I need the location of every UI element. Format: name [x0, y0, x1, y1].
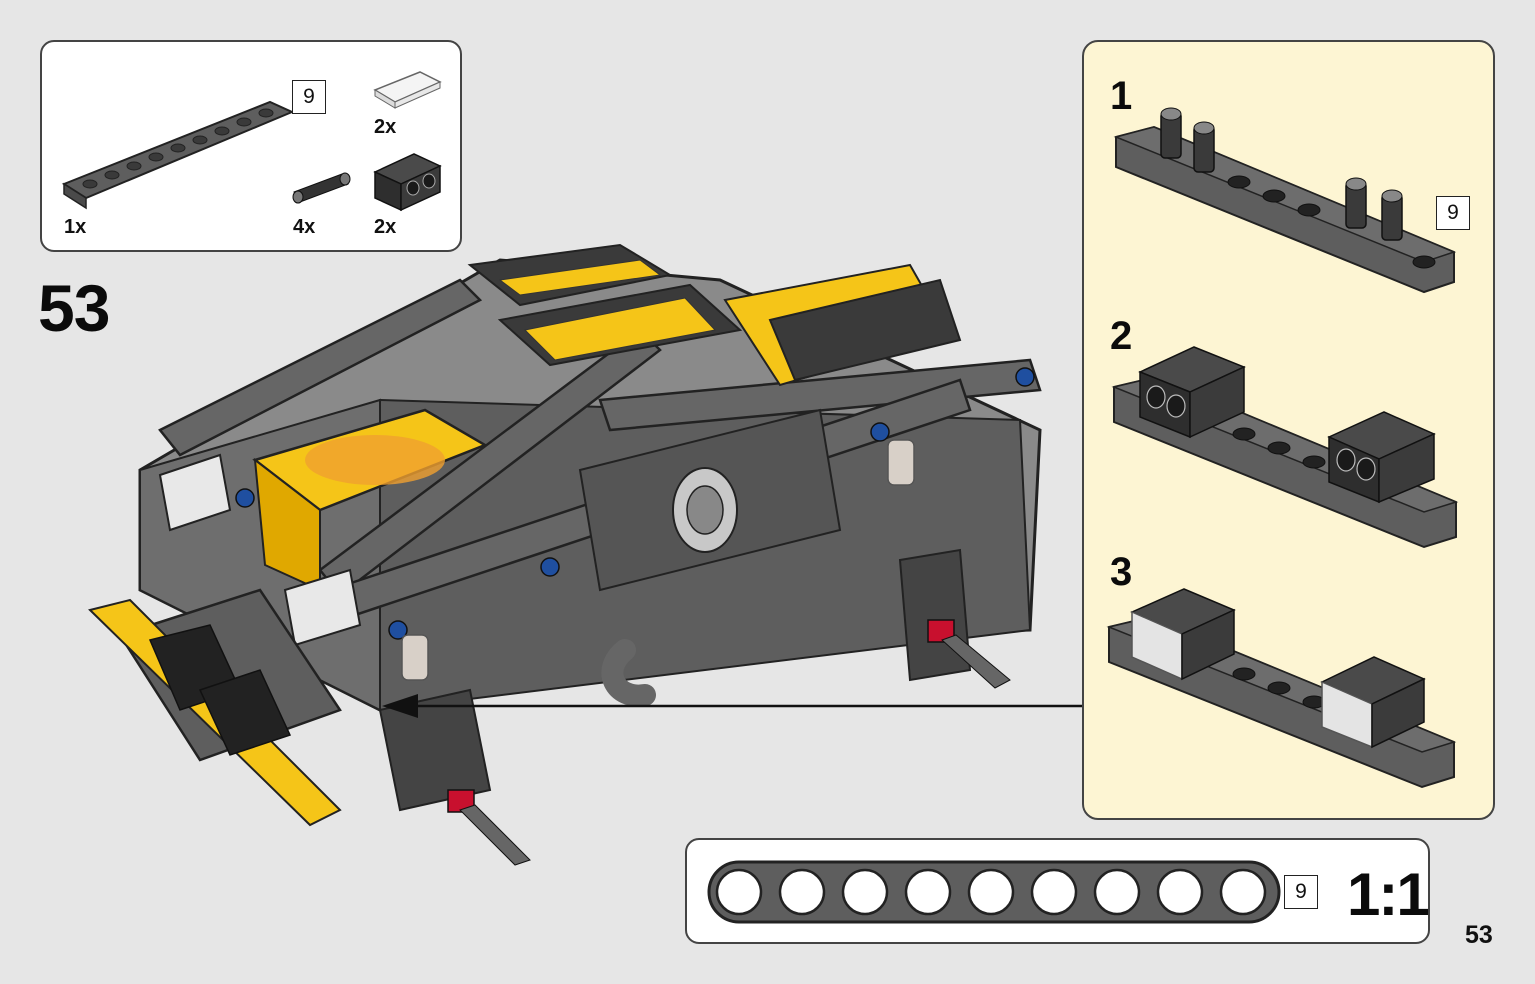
black-brick-part — [373, 153, 442, 212]
connector-peg-part — [292, 172, 351, 204]
scale-label: 1:1 — [1347, 861, 1430, 928]
brick-quantity: 2x — [374, 216, 397, 238]
scale-length-callout: 9 — [1284, 875, 1318, 909]
substep-3-illustration — [1106, 588, 1457, 789]
substep-1-illustration — [1113, 107, 1457, 294]
tile-quantity: 2x — [374, 116, 397, 138]
substep-1-length-callout: 9 — [1436, 196, 1470, 230]
substep-2-number: 2 — [1110, 314, 1133, 358]
front-bumper — [88, 588, 342, 827]
attachment-arrow — [382, 694, 1083, 718]
parts-list-panel: 9 1x 2x 4x 2x — [40, 40, 462, 252]
page-number: 53 — [1465, 921, 1493, 949]
beam-length-callout: 9 — [292, 80, 326, 114]
beam-quantity: 1x — [64, 216, 87, 238]
technic-beam-9-part — [61, 100, 295, 210]
red-axles — [447, 619, 1011, 866]
center-grille — [578, 408, 842, 592]
peg-quantity: 4x — [293, 216, 316, 238]
scale-guide-panel: 9 1:1 — [685, 838, 1430, 944]
exhaust-pipe — [601, 639, 656, 707]
beam-scale-drawing — [707, 860, 1281, 924]
suspension-springs — [401, 439, 915, 681]
step-number: 53 — [38, 271, 110, 345]
blue-pins — [235, 367, 1035, 640]
transparent-tile-part — [373, 71, 442, 109]
parts-illustrations — [61, 71, 442, 212]
main-model-illustration — [88, 243, 1042, 866]
subassembly-illustrations — [1106, 107, 1459, 789]
substep-3-number: 3 — [1110, 550, 1133, 594]
roof-panels — [467, 243, 962, 387]
substep-2-illustration — [1111, 346, 1459, 549]
yellow-hood-panel — [252, 408, 488, 592]
headlights — [158, 453, 362, 647]
substep-1-number: 1 — [1110, 74, 1133, 118]
subassembly-panel: 1 2 3 9 — [1082, 40, 1495, 820]
